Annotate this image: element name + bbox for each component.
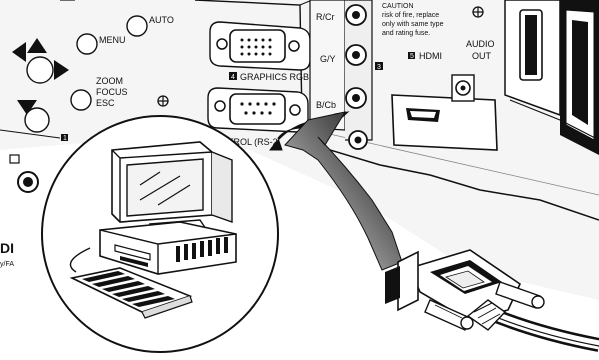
auto-label: AUTO (149, 15, 174, 25)
hdmi-label: HDMI (419, 51, 442, 61)
svg-text:risk of fire, replace: risk of fire, replace (382, 12, 439, 19)
menu-button (77, 34, 97, 54)
esc-label: ESC (96, 98, 115, 108)
component-bcb-label: B/Cb (316, 100, 336, 110)
svg-text:4: 4 (231, 74, 235, 81)
auto-button (127, 16, 147, 36)
svg-text:only with same type: only with same type (382, 21, 444, 28)
computer-callout (42, 116, 278, 352)
audio-out-label: OUT (472, 51, 492, 61)
component-rc-label: R/Cr (316, 12, 335, 22)
component-gy-label: G/Y (320, 54, 336, 64)
svg-text:3: 3 (377, 64, 381, 71)
svg-text:y/FA: y/FA (0, 261, 14, 268)
zoom-label: ZOOM (96, 76, 123, 86)
rca-jack (346, 45, 366, 65)
svg-text:CAUTION: CAUTION (382, 3, 414, 10)
svg-text:1: 1 (63, 135, 67, 142)
rca-jack (346, 88, 366, 108)
graphics-rgb-label: GRAPHICS RGB (240, 72, 309, 82)
audio-label: AUDIO (466, 39, 495, 49)
rca-jack (349, 131, 367, 149)
rca-jack (346, 5, 366, 25)
esc-button (71, 90, 91, 110)
focus-label: FOCUS (96, 87, 128, 97)
screw-icon (158, 96, 168, 106)
screw-icon (473, 7, 483, 17)
svg-text:and rating fuse.: and rating fuse. (382, 30, 430, 37)
menu-label: MENU (99, 35, 126, 45)
svg-text:DI: DI (0, 240, 14, 256)
svg-text:5: 5 (410, 53, 414, 60)
